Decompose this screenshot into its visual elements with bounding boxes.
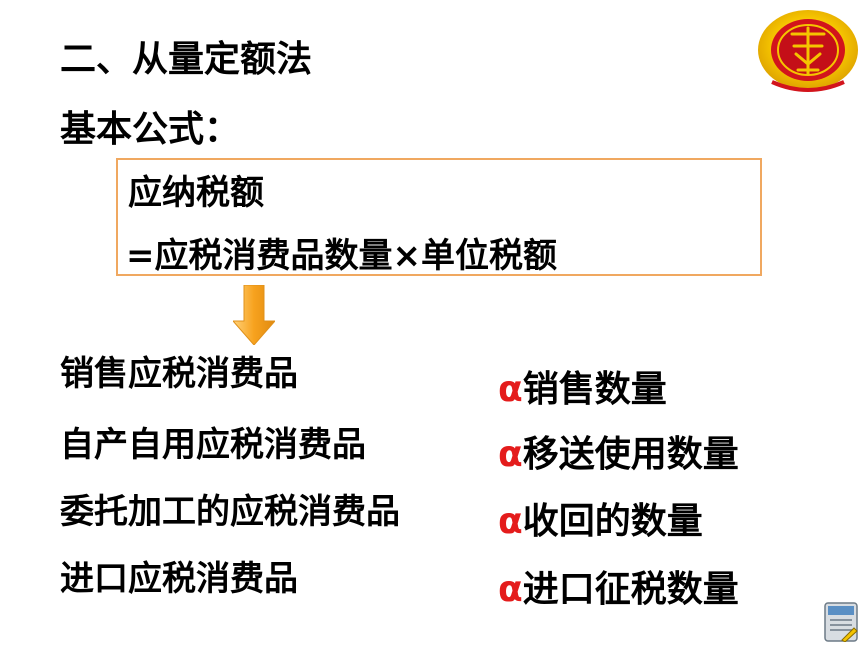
right-item-1: α销售数量 xyxy=(498,360,667,412)
alpha-symbol: α xyxy=(498,569,523,610)
right-item-2: α移送使用数量 xyxy=(498,425,739,477)
document-page-icon[interactable] xyxy=(824,602,858,642)
right-item-text: 进口征税数量 xyxy=(522,569,739,610)
alpha-symbol: α xyxy=(498,369,523,410)
tax-emblem-icon xyxy=(758,10,858,92)
left-item-2: 自产自用应税消费品 xyxy=(60,425,366,465)
alpha-symbol: α xyxy=(498,501,523,542)
left-item-3: 委托加工的应税消费品 xyxy=(60,492,400,532)
formula-line-2: =应税消费品数量×单位税额 xyxy=(126,236,557,276)
right-item-4: α进口征税数量 xyxy=(498,560,739,612)
alpha-symbol: α xyxy=(498,434,523,475)
left-item-1: 销售应税消费品 xyxy=(60,354,298,394)
down-arrow-icon xyxy=(233,285,275,345)
right-item-text: 移送使用数量 xyxy=(522,434,739,475)
right-item-3: α收回的数量 xyxy=(498,492,703,544)
formula-box xyxy=(116,158,762,276)
slide-title: 二、从量定额法 xyxy=(60,39,313,80)
right-item-text: 收回的数量 xyxy=(522,501,703,542)
left-item-4: 进口应税消费品 xyxy=(60,559,298,599)
formula-label: 基本公式： xyxy=(60,109,241,150)
right-item-text: 销售数量 xyxy=(522,369,667,410)
formula-line-1: 应纳税额 xyxy=(128,173,264,213)
